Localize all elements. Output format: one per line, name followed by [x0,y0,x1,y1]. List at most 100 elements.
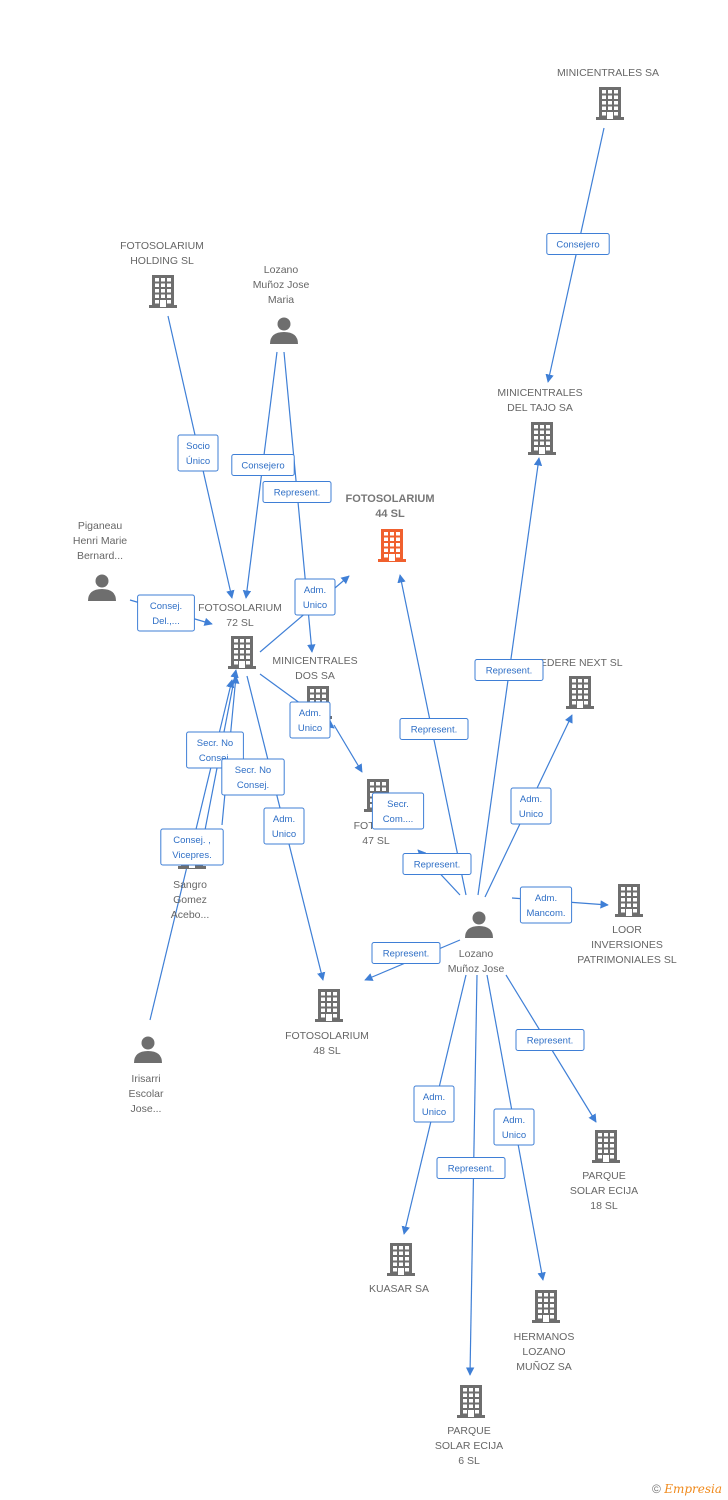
edge-label-text: Adm. [423,1092,445,1103]
node-label: SOLAR ECIJA [435,1440,503,1452]
building-icon-window [399,1262,403,1266]
building-icon-window [405,1246,409,1250]
building-icon-window [550,1293,554,1297]
building-icon [149,275,177,308]
building-icon-window [234,639,238,643]
edge-label[interactable]: Adm.Unico [510,787,552,825]
node-label: Muñoz Jose [448,963,505,975]
edge-label[interactable]: Consej. ,Vicepres. [160,828,224,866]
edge-label[interactable]: Adm.Unico [413,1085,455,1123]
building-icon-window [240,639,244,643]
building-icon-window [621,887,625,891]
building-icon-window [240,655,244,659]
building-icon-window [393,1251,397,1255]
building-icon-window [469,1393,473,1397]
node-label: Lozano [264,264,299,276]
edge-label[interactable]: Adm.Unico [294,578,336,616]
edge-label[interactable]: Represent. [474,659,544,681]
building-icon-window [240,644,244,648]
building-icon-window [610,1155,614,1159]
building-icon-window [614,101,618,105]
building-icon-window [390,543,394,547]
node-label: Jose... [131,1103,162,1115]
building-icon-window [155,294,159,298]
edge-label-text: Unico [298,723,322,734]
edge-label[interactable]: Adm.Unico [493,1108,535,1146]
edge-label[interactable]: Consejero [546,233,610,255]
node-kuasar[interactable]: KUASAR SA [369,1243,429,1295]
building-icon-window [614,90,618,94]
building-icon-window [310,694,314,698]
node-label: Bernard... [77,550,123,562]
building-icon-window [621,898,625,902]
edge-label[interactable]: Represent. [371,942,441,964]
building-icon-window [322,694,326,698]
building-icon-window [598,1138,602,1142]
node-label: Lozano [459,948,494,960]
building-icon-window [621,909,625,913]
edge-label[interactable]: Represent. [402,853,472,875]
building-icon [615,884,643,917]
node-label: MINICENTRALES [272,655,357,667]
node-label: Irisarri [131,1073,160,1085]
building-icon-window [161,278,165,282]
building-icon-window [534,447,538,451]
edge-label[interactable]: Represent. [515,1029,585,1051]
building-icon-window [234,655,238,659]
edge-line [333,724,363,773]
building-icon-window [396,532,400,536]
building-icon [532,1290,560,1323]
person-icon-head [95,574,109,588]
node-label: 6 SL [458,1455,480,1467]
node-label: FOTOSOLARIUM [345,493,434,505]
node-irisarri[interactable]: IrisarriEscolarJose... [128,1036,164,1116]
building-icon-window [475,1410,479,1414]
node-federe[interactable]: FEDERE NEXT SL [533,657,623,709]
person-icon [88,574,116,601]
edge-label-box [289,701,331,739]
edge-label-box [510,787,552,825]
edge-label-box [221,758,285,796]
node-label: Maria [268,294,294,306]
building-icon-window [405,1257,409,1261]
node-label: Acebo... [171,909,210,921]
building-icon-window [475,1388,479,1392]
edge-label[interactable]: Consejero [231,454,295,476]
node-minicentrales[interactable]: MINICENTRALES SA [557,67,659,120]
edge-label[interactable]: Adm.Mancom. [519,886,573,924]
building-icon-window [321,1003,325,1007]
edge-label[interactable]: Represent. [262,481,332,503]
building-icon-window [627,898,631,902]
edge-label-box [160,828,224,866]
edge-label[interactable]: Adm.Unico [263,807,305,845]
edge-label[interactable]: Represent. [436,1157,506,1179]
edge-label[interactable]: Secr.Com.... [371,792,425,830]
building-icon-window [538,1298,542,1302]
edge-label[interactable]: Adm.Unico [289,701,331,739]
building-icon-window [602,90,606,94]
building-icon-window [393,1262,397,1266]
edge-label[interactable]: Represent. [399,718,469,740]
building-icon-window [475,1404,479,1408]
building-icon-window [463,1399,467,1403]
building-icon-window [598,1149,602,1153]
edge-label[interactable]: Consej.Del.,... [137,594,195,632]
building-icon-window [469,1388,473,1392]
building-icon-window [246,661,250,665]
building-icon-window [321,992,325,996]
building-icon-window [578,679,582,683]
